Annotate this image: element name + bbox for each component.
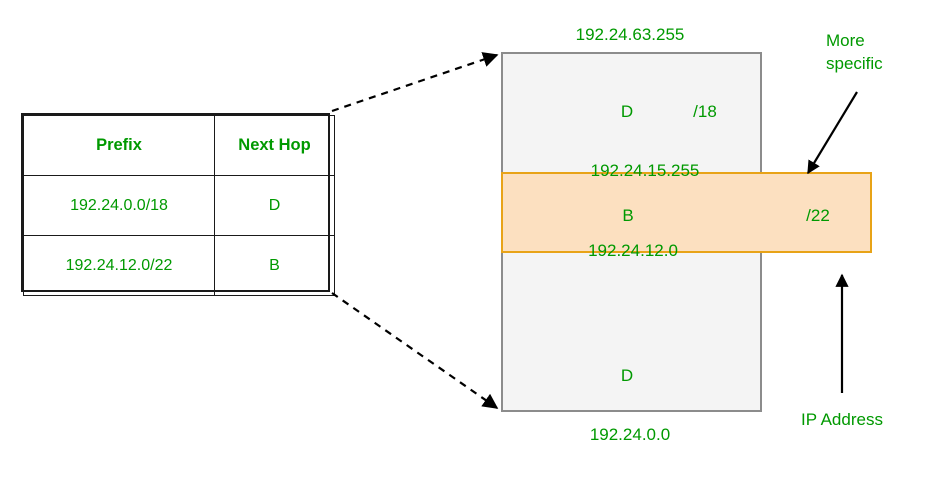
table-row: 192.24.0.0/18 D	[23, 175, 335, 236]
cell-next-hop-1: B	[214, 235, 335, 296]
table-header-row: Prefix Next Hop	[23, 115, 335, 176]
annotation-ip-address: IP Address	[801, 410, 883, 429]
label-bottom-boundary-address: 192.24.0.0	[589, 425, 671, 444]
annotation-more-specific: More specific	[826, 30, 883, 76]
label-lower-next-hop: D	[620, 366, 634, 385]
dashed-arrow-icon-lower	[331, 292, 499, 409]
label-inner-prefix-length: /22	[806, 206, 830, 225]
cell-next-hop-0: D	[214, 175, 335, 236]
label-inner-next-hop: B	[622, 206, 634, 225]
more-specific-arrow-icon	[807, 91, 858, 175]
label-top-boundary-address: 192.24.63.255	[575, 25, 685, 44]
label-overlap-top-address: 192.24.15.255	[590, 161, 700, 180]
table-row: 192.24.12.0/22 B	[23, 235, 335, 296]
more-specific-line-2: specific	[826, 53, 883, 73]
label-outer-next-hop: D	[620, 102, 634, 121]
more-specific-line-1: More	[826, 31, 865, 50]
routing-table: Prefix Next Hop 192.24.0.0/18 D 192.24.1…	[21, 113, 335, 296]
cell-prefix-1: 192.24.12.0/22	[23, 235, 215, 296]
cell-prefix-0: 192.24.0.0/18	[23, 175, 215, 236]
dashed-arrow-icon-upper	[331, 52, 499, 113]
column-header-next-hop: Next Hop	[214, 115, 335, 176]
column-header-prefix: Prefix	[23, 115, 215, 176]
label-overlap-bottom-address: 192.24.12.0	[588, 241, 678, 260]
label-outer-prefix-length: /18	[693, 102, 717, 121]
inner-address-block-22	[501, 172, 872, 253]
